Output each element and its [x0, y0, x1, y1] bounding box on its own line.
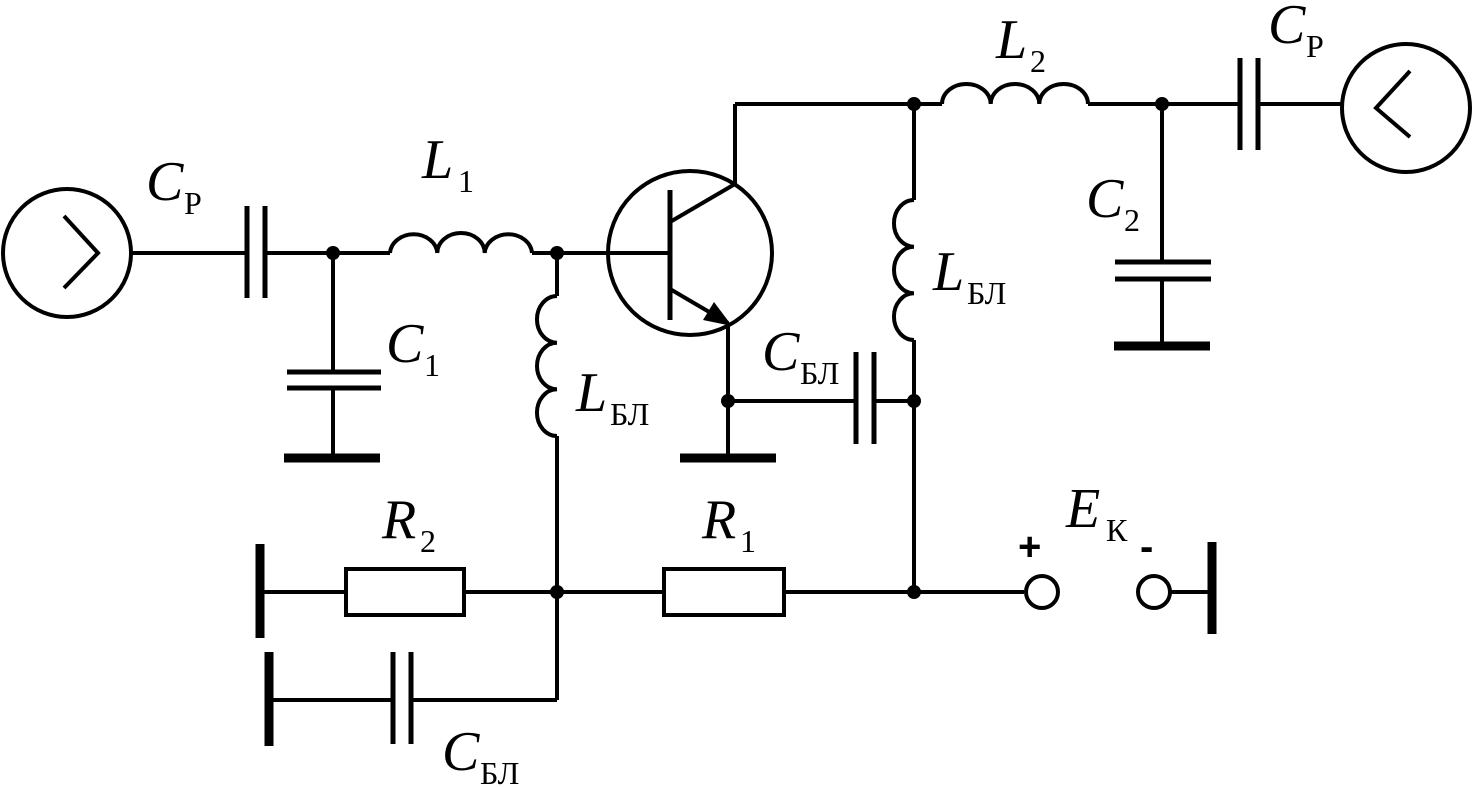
transistor-body: [606, 169, 774, 337]
emitter-arrow-icon: [703, 302, 732, 326]
label-l2: L2: [995, 9, 1046, 79]
collector-choke: [892, 104, 916, 592]
minus-sign: -: [1140, 525, 1153, 569]
label-emitter-bypass: CБЛ: [762, 321, 839, 391]
junction-dots: [326, 97, 1169, 599]
minus-terminal: [1136, 574, 1172, 610]
capacitor-c1: [284, 253, 381, 463]
inductor-l2: [940, 82, 1090, 105]
label-base-bypass: CБЛ: [442, 721, 519, 787]
bias-network: [255, 544, 1024, 638]
label-c1: C1: [386, 313, 440, 383]
inductor-l1: [388, 231, 534, 254]
label-c2: C2: [1086, 168, 1140, 238]
output-wiring: [735, 82, 1342, 106]
output-port: [1340, 42, 1472, 174]
label-base-choke: LБЛ: [575, 362, 649, 432]
transistor-collector: [668, 182, 737, 224]
resistor-r1: [662, 567, 786, 617]
output-coupling-capacitor: [1237, 58, 1261, 150]
label-cp-input: CР: [146, 151, 202, 221]
base-bypass-capacitor: [264, 652, 557, 746]
label-collector-choke: LБЛ: [932, 241, 1006, 311]
plus-terminal: [1024, 574, 1060, 610]
emitter-bypass-capacitor: [728, 352, 914, 444]
resistor-r2: [344, 567, 466, 617]
label-cp-output: CР: [1268, 0, 1324, 64]
input-port: [1, 187, 133, 319]
output-port-circle: [1340, 42, 1472, 174]
input-coupling-capacitor: [244, 206, 268, 298]
base-choke: [535, 253, 559, 700]
capacitor-c2: [1114, 104, 1211, 351]
plus-sign: +: [1018, 525, 1041, 569]
input-port-circle: [1, 187, 133, 319]
supply-terminals: [1024, 542, 1217, 634]
output-port-symbol: [1373, 69, 1412, 139]
input-port-symbol: [62, 214, 101, 290]
transistor: [606, 104, 776, 463]
